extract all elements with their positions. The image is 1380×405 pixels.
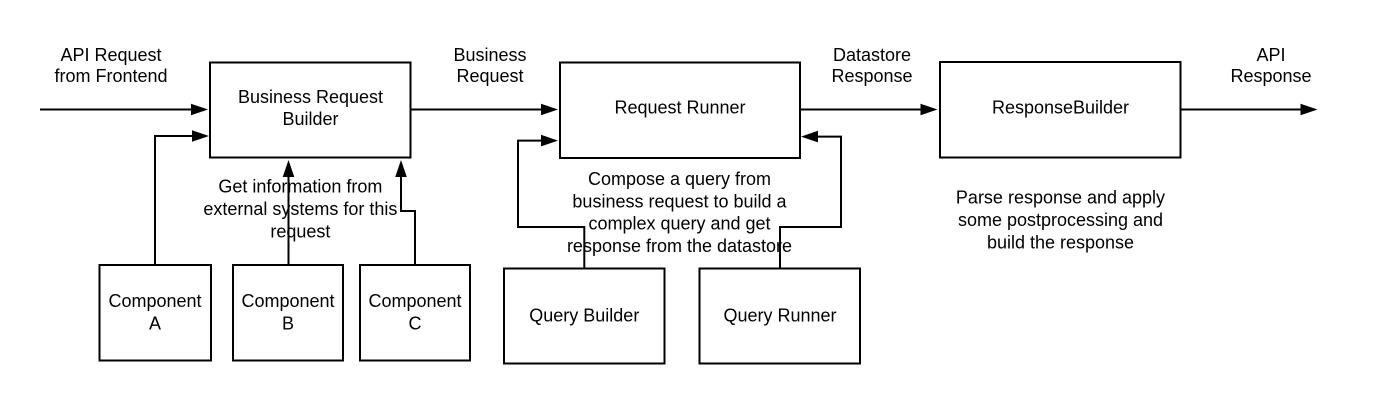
- svg-text:complex query and get: complex query and get: [588, 214, 770, 234]
- svg-text:Builder: Builder: [282, 109, 338, 129]
- svg-text:Business: Business: [453, 45, 526, 65]
- svg-text:from Frontend: from Frontend: [54, 66, 167, 86]
- svg-text:Component: Component: [108, 291, 201, 311]
- svg-text:C: C: [409, 313, 422, 333]
- svg-text:Component: Component: [241, 291, 334, 311]
- svg-text:API Request: API Request: [60, 45, 161, 65]
- svg-text:Compose a query from: Compose a query from: [588, 169, 771, 189]
- svg-text:Query Runner: Query Runner: [723, 306, 836, 326]
- svg-text:Request: Request: [456, 66, 523, 86]
- svg-text:Response: Response: [831, 66, 912, 86]
- svg-text:ResponseBuilder: ResponseBuilder: [992, 98, 1129, 118]
- svg-text:A: A: [149, 313, 161, 333]
- svg-text:build the response: build the response: [987, 232, 1134, 252]
- svg-text:B: B: [282, 313, 294, 333]
- svg-text:Parse response and apply: Parse response and apply: [956, 188, 1165, 208]
- svg-text:Query Builder: Query Builder: [529, 306, 639, 326]
- svg-text:Datastore: Datastore: [833, 45, 911, 65]
- svg-text:response from the datastore: response from the datastore: [567, 236, 792, 256]
- svg-text:external systems for this: external systems for this: [203, 199, 397, 219]
- svg-text:Get information from: Get information from: [218, 177, 382, 197]
- svg-text:Business Request: Business Request: [238, 87, 383, 107]
- svg-text:API: API: [1256, 45, 1285, 65]
- svg-text:request: request: [270, 221, 330, 241]
- svg-text:Response: Response: [1230, 66, 1311, 86]
- svg-text:Request Runner: Request Runner: [614, 98, 745, 118]
- svg-text:business request to build a: business request to build a: [572, 191, 787, 211]
- svg-text:Component: Component: [368, 291, 461, 311]
- svg-text:some postprocessing and: some postprocessing and: [958, 210, 1163, 230]
